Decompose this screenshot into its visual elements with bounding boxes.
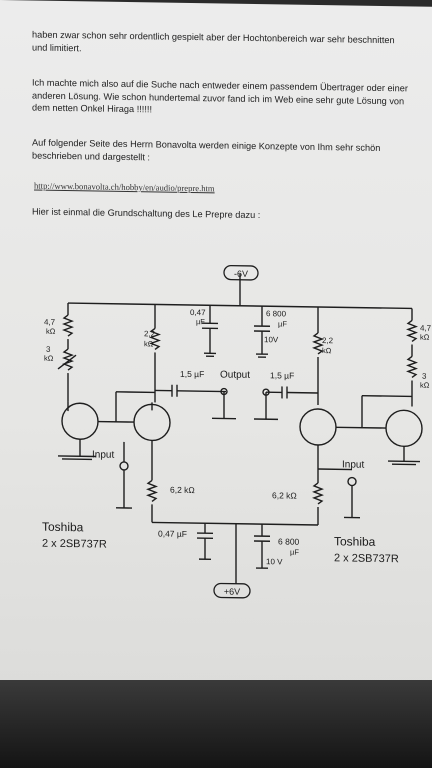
cap-top-left-value: 0,47: [190, 308, 206, 317]
res-22-right-unit: kΩ: [322, 346, 332, 355]
input-left-label: Input: [92, 449, 114, 460]
input-right-label: Input: [342, 459, 364, 470]
pot-right-value: 3: [422, 372, 427, 381]
supply-top-label: -6V: [234, 269, 248, 279]
cap-top-right-value: 6 800: [266, 309, 287, 318]
pot-left-value: 3: [46, 345, 51, 354]
cap-top-right-unit: µF: [278, 319, 287, 328]
document-page: haben zwar schon sehr ordentlich gespiel…: [0, 0, 432, 697]
paragraph-2: Ich machte mich also auf die Suche nach …: [32, 77, 408, 115]
brand-left: Toshiba: [42, 520, 84, 535]
res-22-left-value: 2,2: [144, 329, 156, 338]
cap-coupling-left: 1,5 µF: [180, 369, 204, 379]
supply-bottom-label: +6V: [224, 587, 240, 597]
cap-top-right-voltage: 10V: [264, 335, 279, 344]
part-right: 2 x 2SB737R: [334, 552, 399, 565]
paragraph-3: Auf folgender Seite des Herrn Bonavolta …: [32, 137, 381, 162]
brand-right: Toshiba: [334, 534, 376, 549]
schematic-caption: Hier ist einmal die Grundschaltung des L…: [32, 206, 261, 221]
bonavolta-link[interactable]: http://www.bonavolta.ch/hobby/en/audio/p…: [34, 180, 215, 194]
cap-bottom-right-voltage: 10 V: [266, 557, 283, 566]
cap-bottom-right-unit: µF: [290, 548, 299, 557]
res-22-left-unit: kΩ: [144, 339, 154, 348]
res-62-right: 6,2 kΩ: [272, 490, 297, 500]
res-62-left: 6,2 kΩ: [170, 485, 195, 495]
pot-right-unit: kΩ: [420, 381, 430, 390]
cap-bottom-right-value: 6 800: [278, 536, 300, 546]
cap-coupling-right: 1,5 µF: [270, 370, 294, 380]
res-right-top-value: 4,7: [420, 324, 432, 333]
background-surface: [0, 680, 432, 768]
output-label: Output: [220, 369, 250, 380]
res-left-top-unit: kΩ: [46, 327, 56, 336]
res-right-top-unit: kΩ: [420, 333, 430, 342]
part-left: 2 x 2SB737R: [42, 538, 107, 551]
cap-top-left-unit: µF: [196, 317, 205, 326]
paragraph-1: haben zwar schon sehr ordentlich gespiel…: [32, 29, 395, 53]
res-22-right-value: 2,2: [322, 336, 334, 345]
pot-left-unit: kΩ: [44, 354, 54, 363]
res-left-top-value: 4,7: [44, 318, 56, 327]
cap-bottom-left: 0,47 µF: [158, 528, 187, 538]
le-prepre-schematic: -6V +6V 4,7 kΩ 3 kΩ 2,2 kΩ 0,47 µF 6 800…: [42, 264, 432, 599]
